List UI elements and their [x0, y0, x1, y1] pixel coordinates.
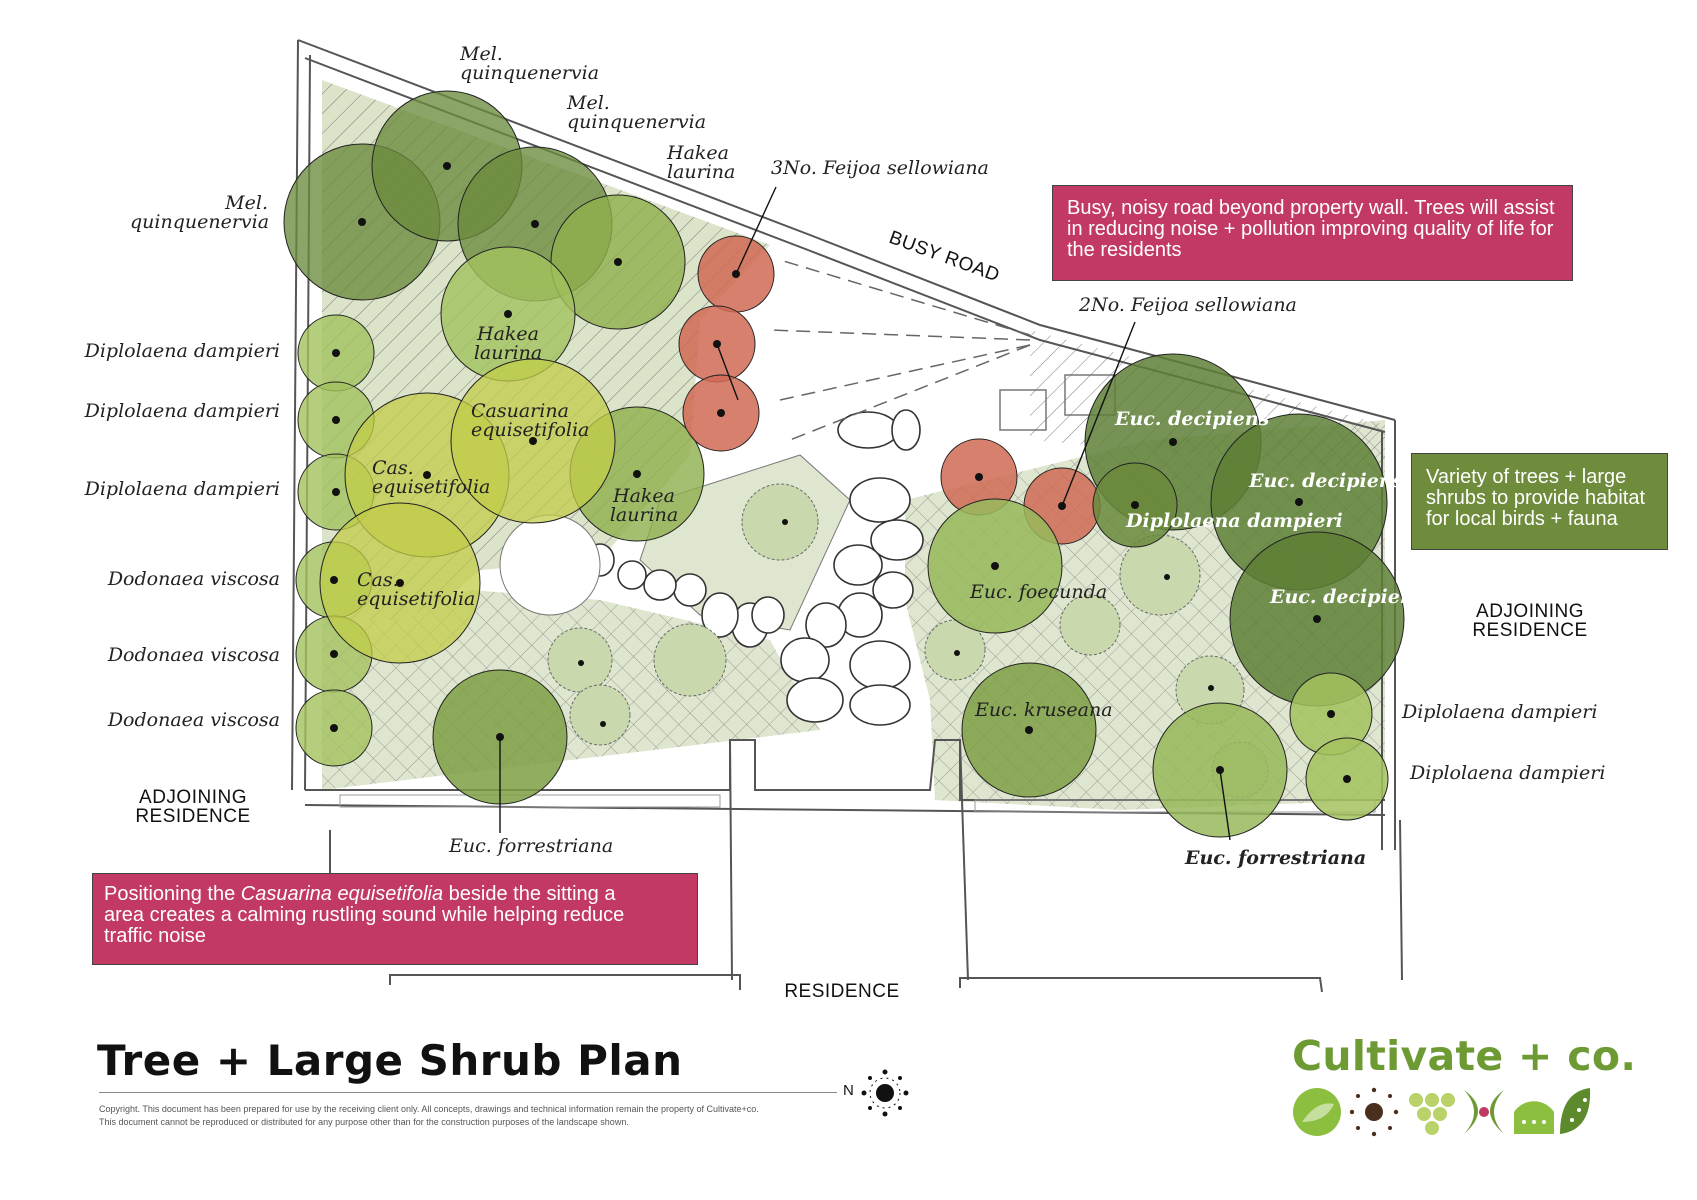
north-arrow-icon [861, 1069, 909, 1117]
label-euc-krus: Euc. kruseana [975, 699, 1113, 721]
understory-shrubs [547, 483, 1269, 799]
label-euc-forr-r: Euc. forrestriana [1185, 847, 1367, 869]
plan-title: Tree + Large Shrub Plan [97, 1036, 683, 1085]
label-mel-3: Mel. quinquenervia [130, 192, 270, 233]
brand-logo-icon [1293, 1087, 1591, 1137]
label-dip-l3: Diplolaena dampieri [84, 478, 280, 500]
label-euc-dec-1: Euc. decipiens [1115, 408, 1270, 430]
label-euc-dec-3: Euc. decipiens [1270, 586, 1425, 608]
copyright-line-1: Copyright. This document has been prepar… [99, 1104, 759, 1114]
tree-centres [330, 162, 1351, 783]
label-mel-1: Mel. quinquenervia [460, 43, 600, 84]
copyright-line-2: This document cannot be reproduced or di… [99, 1117, 629, 1127]
label-casuarina: Casuarina equisetifolia [471, 400, 590, 441]
label-cas-2: Cas. equisetifolia [357, 569, 476, 610]
label-dip-r1: Diplolaena dampieri [1402, 701, 1598, 723]
label-cas-1: Cas. equisetifolia [372, 457, 491, 498]
label-hakea-mid: Hakea laurina [473, 323, 543, 364]
label-euc-dec-2: Euc. decipiens [1249, 470, 1404, 492]
label-dod-2: Dodonaea viscosa [107, 644, 280, 666]
residence-label: RESIDENCE [784, 981, 900, 1002]
note-busy-road: Busy, noisy road beyond property wall. T… [1052, 185, 1573, 281]
north-label: N [843, 1082, 854, 1099]
adjoining-residence-left: ADJOINING RESIDENCE [135, 787, 251, 827]
seat-1 [999, 389, 1047, 431]
label-dod-1: Dodonaea viscosa [107, 568, 280, 590]
note-habitat: Variety of trees + large shrubs to provi… [1411, 453, 1668, 550]
label-feijoa-3: 3No. Feijoa sellowiana [771, 157, 989, 179]
label-hakea-top: Hakea laurina [667, 142, 736, 183]
label-dod-3: Dodonaea viscosa [107, 709, 280, 731]
brand-name: Cultivate + co. [1292, 1032, 1637, 1080]
label-dip-l1: Diplolaena dampieri [84, 340, 280, 362]
adjoining-residence-right: ADJOINING RESIDENCE [1472, 601, 1588, 641]
sitting-area [499, 514, 601, 616]
label-hakea-low: Hakea laurina [609, 485, 679, 526]
label-euc-foec: Euc. foecunda [970, 581, 1108, 603]
title-rule [99, 1092, 837, 1093]
note-casuarina: Positioning the Casuarina equisetifolia … [92, 873, 698, 965]
note-casuarina-text-2: beside the sitting a area creates a calm… [104, 883, 625, 947]
label-feijoa-2: 2No. Feijoa sellowiana [1079, 294, 1297, 316]
label-dip-l2: Diplolaena dampieri [84, 400, 280, 422]
note-casuarina-species: Casuarina equisetifolia [240, 883, 444, 905]
label-euc-forr-l: Euc. forrestriana [449, 835, 614, 857]
label-dip-c: Diplolaena dampieri [1126, 510, 1343, 532]
label-mel-2: Mel. quinquenervia [567, 92, 707, 133]
label-dip-r2: Diplolaena dampieri [1410, 762, 1606, 784]
stepping-stones [585, 409, 924, 726]
label-leaders [499, 186, 1231, 841]
note-casuarina-text-1: Positioning the [104, 883, 241, 905]
